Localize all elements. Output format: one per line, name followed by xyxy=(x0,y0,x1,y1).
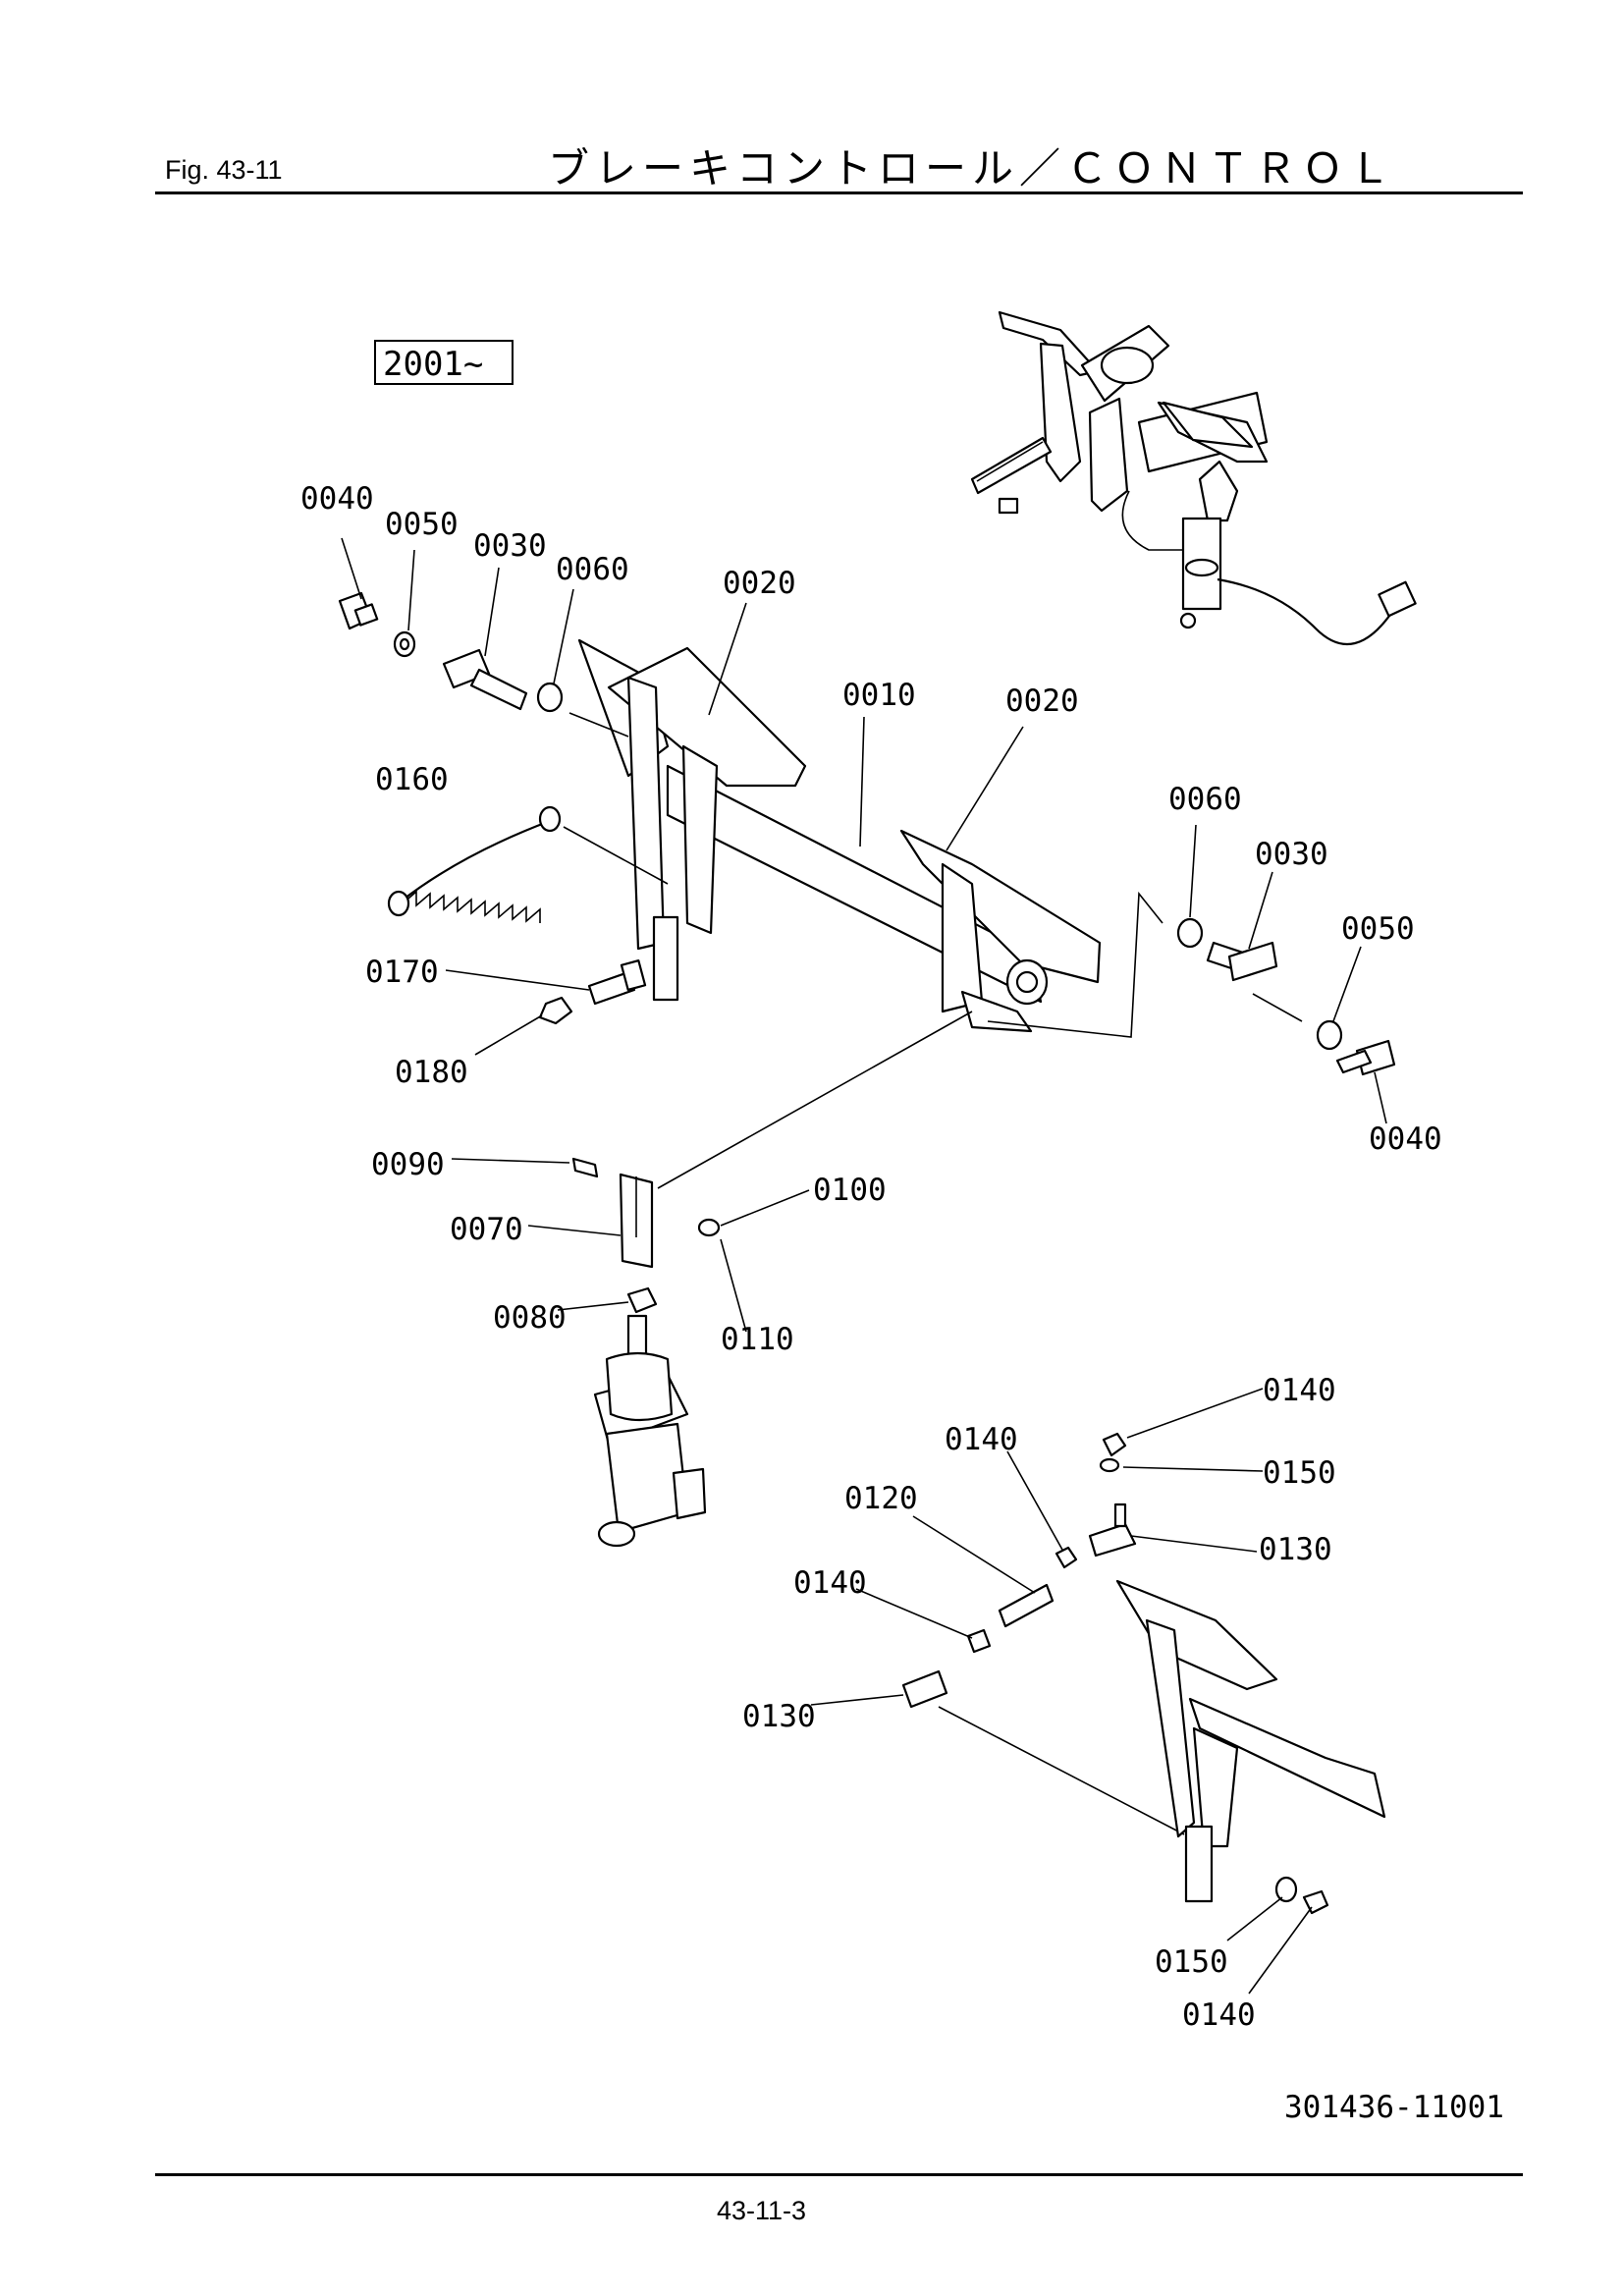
callout-0060: 0060 xyxy=(1168,782,1242,817)
right-pivot-hardware xyxy=(987,891,1396,1076)
callout-0120: 0120 xyxy=(844,1481,918,1516)
callout-0030: 0030 xyxy=(1255,837,1328,872)
callout-0150: 0150 xyxy=(1263,1455,1336,1491)
serial-range-box: 2001~ xyxy=(374,340,514,385)
callout-0050: 0050 xyxy=(1341,911,1415,947)
callout-0140: 0140 xyxy=(945,1422,1018,1457)
header-rule xyxy=(155,191,1523,194)
leader-lines xyxy=(341,537,1387,1995)
figure-number: Fig. 43-11 xyxy=(165,155,283,185)
callout-0020: 0020 xyxy=(723,566,796,601)
callout-0140: 0140 xyxy=(793,1565,867,1601)
callout-0140: 0140 xyxy=(1182,1997,1256,2033)
drawing-number: 301436-11001 xyxy=(1284,2090,1504,2125)
callout-0030: 0030 xyxy=(473,528,547,564)
callout-0080: 0080 xyxy=(493,1300,567,1336)
callout-0170: 0170 xyxy=(365,955,439,990)
callout-0050: 0050 xyxy=(385,507,459,542)
serial-range-text: 2001~ xyxy=(383,345,483,384)
return-spring xyxy=(387,805,669,923)
callout-0100: 0100 xyxy=(813,1173,887,1208)
callout-0130: 0130 xyxy=(742,1699,816,1734)
callout-0090: 0090 xyxy=(371,1147,445,1182)
callout-0040: 0040 xyxy=(1369,1121,1442,1157)
page-number: 43-11-3 xyxy=(717,2196,807,2225)
callout-0150: 0150 xyxy=(1155,1944,1228,1980)
callout-0010: 0010 xyxy=(842,678,916,713)
part-callouts: 0040 0050 0030 0060 0020 0010 0020 0160 … xyxy=(300,481,1442,2033)
callout-0040: 0040 xyxy=(300,481,374,517)
pivot-bolt-nut xyxy=(538,959,647,1025)
callout-0160: 0160 xyxy=(375,762,449,797)
page-title: ブレーキコントロール／ＣＯＮＴＲＯＬ xyxy=(548,144,1397,192)
left-pivot-hardware xyxy=(338,591,629,738)
callout-0060: 0060 xyxy=(556,552,629,587)
master-cylinder-assembly xyxy=(571,1011,973,1548)
overview-illustration xyxy=(970,310,1417,645)
callout-0070: 0070 xyxy=(450,1212,523,1247)
callout-0020: 0020 xyxy=(1005,683,1079,719)
pedal-shaft-assembly xyxy=(577,638,1102,1033)
callout-0140: 0140 xyxy=(1263,1373,1336,1408)
footer-rule xyxy=(155,2173,1523,2176)
callout-0130: 0130 xyxy=(1259,1532,1332,1567)
callout-0110: 0110 xyxy=(721,1322,794,1357)
lower-linkage xyxy=(901,1432,1386,1915)
callout-0180: 0180 xyxy=(395,1055,468,1090)
